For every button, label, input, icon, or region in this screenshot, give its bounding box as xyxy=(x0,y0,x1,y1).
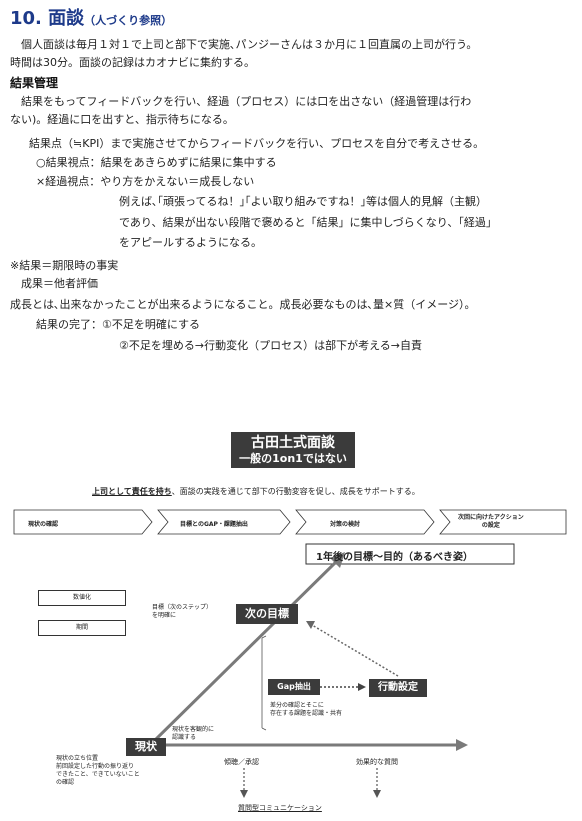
paragraph-line: ○結果視点：結果をあきらめずに結果に集中する xyxy=(36,156,277,169)
paragraph-line: 成長とは､出来なかったことが出来るようになること。成長必要なものは､量×質（イメ… xyxy=(10,298,476,311)
paragraph-line: 結果をもってフィードバックを行い、経過（プロセス）には口を出さない（経過管理は行… xyxy=(10,95,472,108)
growth-arrow xyxy=(148,556,342,747)
diagram-subtitle-emphasis: 上司として責任を持ち xyxy=(92,487,172,496)
period-label: 期間 xyxy=(75,624,88,631)
step-chevron-4 xyxy=(439,509,567,535)
paragraph-line: ※結果＝期限時の事実 xyxy=(10,259,119,272)
gap-pill: Gap抽出 xyxy=(268,679,320,695)
paragraph-line: ②不足を埋める→行動変化（プロセス）は部下が考える→自責 xyxy=(119,339,422,352)
step-chevron-1 xyxy=(13,509,153,535)
section-number: 10. xyxy=(10,8,42,29)
current-note: 現状を客観的に 認識する xyxy=(172,726,215,741)
paragraph-line: をアピールするようになる。 xyxy=(119,236,262,249)
diagram-title: 古田土式面談 xyxy=(251,435,335,451)
step-label-1: 現状の確認 xyxy=(28,521,59,528)
diagram-title-sub: 一般の1on1ではない xyxy=(239,452,347,465)
step-label-4: 次回に向けたアクション の設定 xyxy=(458,514,524,529)
time-axis-arrowhead xyxy=(456,739,468,751)
paragraph-line: ×経過視点：やり方をかえない＝成長しない xyxy=(36,175,255,188)
paragraph-line: 結果点（≒KPI）まで実施させてからフィードバックを行い、プロセスを自分で考えさ… xyxy=(18,137,485,150)
section-title: 10. 面談（人づくり参照） xyxy=(10,4,172,30)
diagram-title-box: 古田土式面談 一般の1on1ではない xyxy=(231,432,355,468)
period-box: 期間 xyxy=(38,620,126,636)
section-note: （人づくり参照） xyxy=(84,14,173,27)
communication-label: 質問型コミュニケーション xyxy=(238,804,322,812)
paragraph-line: 例えば､｢頑張ってるね！｣｢よい取り組みですね！｣等は個人的見解（主観） xyxy=(119,195,487,208)
current-pill: 現状 xyxy=(126,738,166,756)
question-label: 効果的な質問 xyxy=(356,758,398,766)
next-goal-pill: 次の目標 xyxy=(236,604,298,624)
step-label-3: 対策の検討 xyxy=(330,521,361,528)
quantify-box: 数値化 xyxy=(38,590,126,606)
paragraph-line: 成果＝他者評価 xyxy=(10,277,98,290)
step-chevron-3 xyxy=(295,509,435,535)
paragraph-line: 時間は30分。面談の記録はカオナビに集約する。 xyxy=(10,56,255,69)
step-chevron-2 xyxy=(157,509,291,535)
paragraph-line: 個人面談は毎月１対１で上司と部下で実施､パンジーさんは３か月に１回直属の上司が行… xyxy=(10,38,478,51)
paragraph-line: であり、結果が出ない段階で褒めると「結果」に集中しづらくなり、「経過」 xyxy=(119,216,497,229)
action-pill: 行動設定 xyxy=(369,679,427,697)
goal-label: 1年後の目標〜目的（あるべき姿） xyxy=(316,552,473,563)
paragraph-line: 結果の完了：①不足を明確にする xyxy=(36,318,200,331)
action-to-goal-arrow xyxy=(311,624,399,677)
current-position-note: 現状の立ち位置 前回設定した行動の振り返り できたこと、できていないこと の確認 xyxy=(56,755,140,786)
goal-box xyxy=(305,543,515,565)
paragraph-line: ない)。経過に口を出すと、指示待ちになる。 xyxy=(10,113,234,126)
quantify-label: 数値化 xyxy=(72,594,91,601)
listen-label: 傾聴／承認 xyxy=(224,758,259,766)
section-heading: 面談 xyxy=(48,8,85,29)
gap-note: 差分の確認とそこに 存在する課題を認識・共有 xyxy=(270,702,343,717)
subheading: 結果管理 xyxy=(10,76,59,90)
diagram-subtitle: 上司として責任を持ち、面談の実践を通じて部下の行動変容を促し、成長をサポートする… xyxy=(92,486,420,497)
next-goal-note: 目標（次のステップ） を明確に xyxy=(152,604,213,619)
step-label-2: 目標とのGAP・課題抽出 xyxy=(180,521,248,528)
diagram-subtitle-rest: 、面談の実践を通じて部下の行動変容を促し、成長をサポートする。 xyxy=(171,487,420,496)
growth-arrowhead xyxy=(330,552,345,568)
